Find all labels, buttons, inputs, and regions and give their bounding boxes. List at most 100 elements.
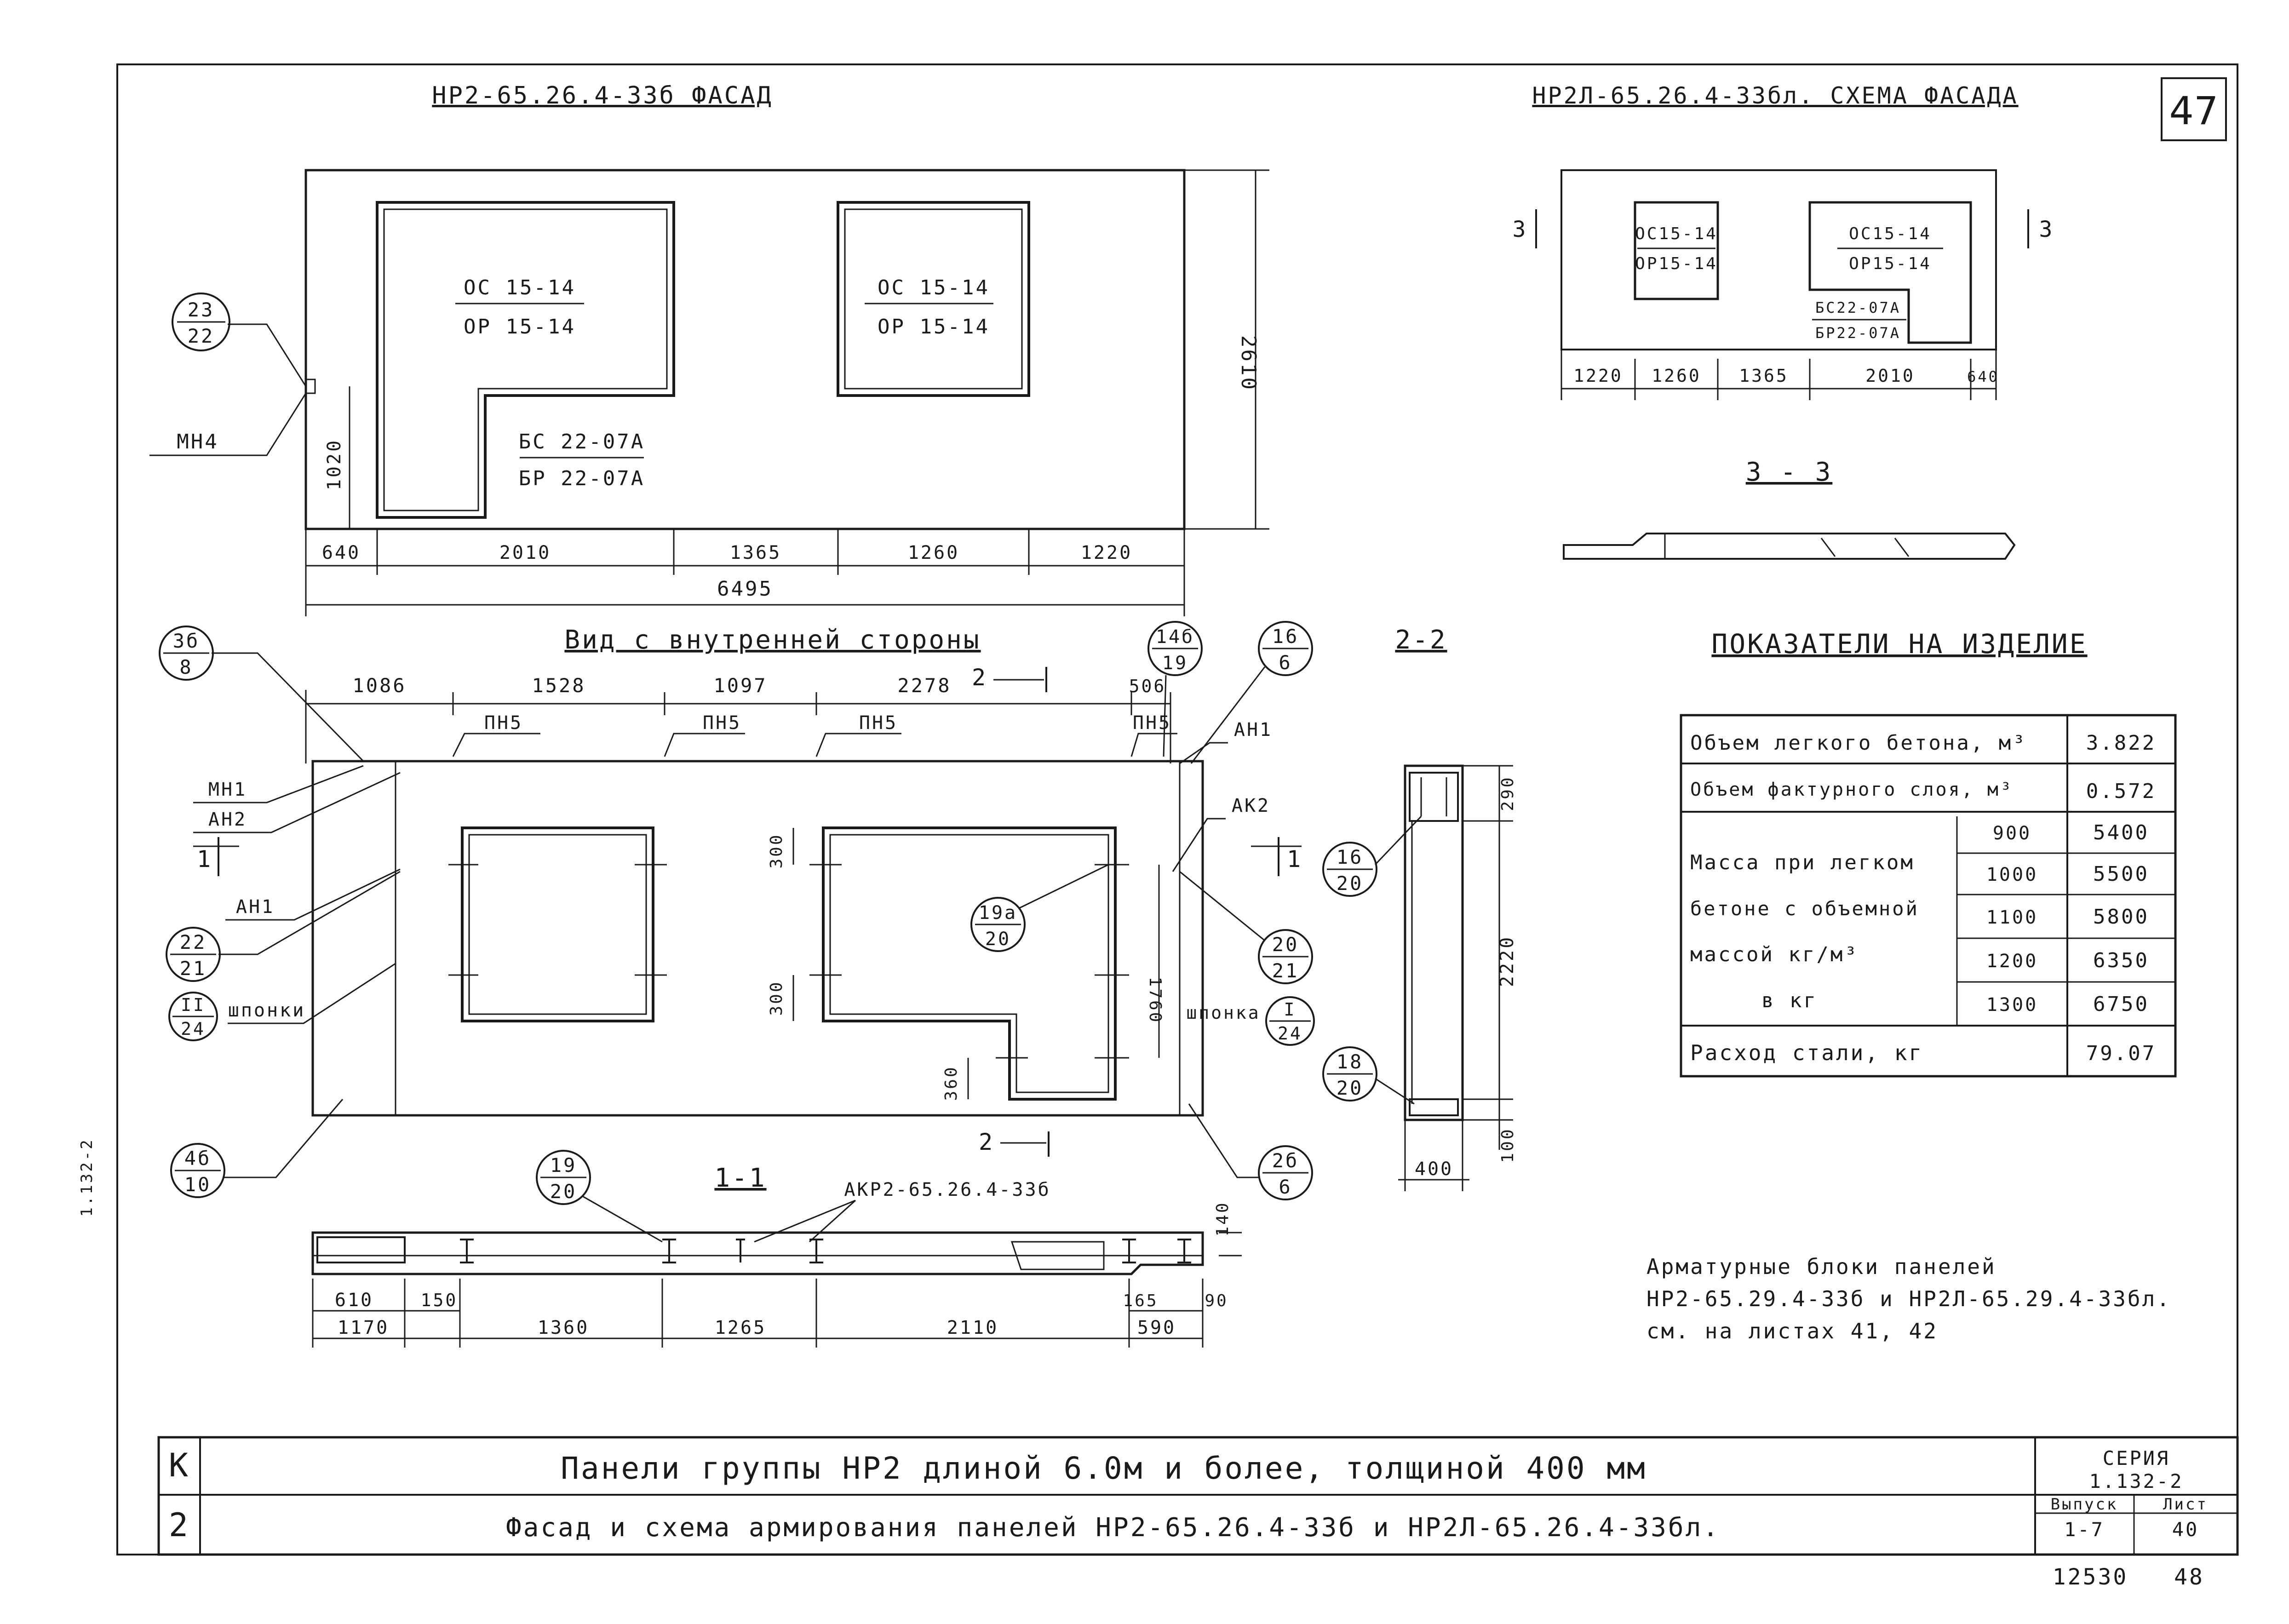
- svg-text:24: 24: [181, 1019, 206, 1039]
- facade-title: НР2-65.26.4-33б ФАСАД: [432, 82, 773, 109]
- scheme-dim-2010: 2010: [1865, 366, 1915, 386]
- inner-pn5-3: ПН5: [859, 712, 898, 734]
- facade-window-right: [837, 201, 1030, 397]
- svg-text:16: 16: [1272, 625, 1299, 648]
- section-11-dim-590: 590: [1137, 1317, 1176, 1338]
- inner-ak2: АК2: [1232, 795, 1270, 816]
- section-11: 1-1 АКР2-65.26.4-33б 19 20 140 610 150 1…: [311, 1150, 1242, 1348]
- facade-balcony-label-1: БС 22-07А: [519, 430, 645, 453]
- inner-dim-360: 360: [942, 1065, 961, 1101]
- inner-shponka-right: шпонка: [1186, 1003, 1260, 1023]
- issue-value: 1-7: [2064, 1518, 2105, 1541]
- section-22-callout-20b: 20: [1337, 1077, 1364, 1099]
- inner-callout-16-6: 16 6: [1190, 621, 1313, 764]
- section-22-dim-400: 400: [1415, 1159, 1453, 1180]
- mass-value-1300: 6750: [2093, 993, 2149, 1016]
- side-mark: 1.132-2: [78, 1138, 96, 1217]
- sheet-number-box: [2161, 77, 2227, 141]
- section-11-dim-1265: 1265: [715, 1317, 766, 1338]
- indicators-row2-label: Объем фактурного слоя, м³: [1690, 779, 2013, 800]
- inner-panel: [311, 760, 1204, 1117]
- section-11-dim-1360: 1360: [538, 1317, 589, 1338]
- section-22: 2-2 290 2220 100 400 16 20 18 20: [1322, 625, 1518, 1191]
- section-11-callout-20: 20: [550, 1180, 577, 1203]
- title-line-1: Панели группы НР2 длиной 6.0м и более, т…: [561, 1451, 1647, 1486]
- mass-label-3: массой кг/м³: [1690, 943, 1859, 966]
- note-line-3: см. на листах 41, 42: [1646, 1319, 1938, 1343]
- reinforcement-note: Арматурные блоки панелей НР2-65.29.4-33б…: [1646, 1254, 2171, 1343]
- mass-value-900: 5400: [2093, 821, 2149, 844]
- facade-dim-1020: 1020: [324, 439, 345, 490]
- mass-density-900: 900: [1993, 823, 2031, 844]
- svg-text:6: 6: [1279, 1176, 1292, 1198]
- section-11-profile: [311, 1231, 1204, 1275]
- inner-callout-14b-19: 14б 19: [1147, 621, 1203, 757]
- inner-title: Вид с внутренней стороны: [564, 625, 981, 655]
- facade-callout-23: 23: [188, 298, 215, 321]
- section-22-callout-20a: 20: [1337, 872, 1364, 895]
- indicators-row1-value: 3.822: [2086, 731, 2156, 755]
- archive-number: 12530: [2053, 1564, 2128, 1590]
- scheme-dim-640: 640: [1967, 368, 1999, 385]
- scheme-w2-1: ОС15-14: [1849, 224, 1932, 243]
- section-11-label: АКР2-65.26.4-33б: [844, 1179, 1050, 1200]
- facade-dim-640: 640: [322, 542, 361, 563]
- scheme-dim-1365: 1365: [1739, 366, 1789, 386]
- section-11-dim-610: 610: [335, 1290, 373, 1311]
- facade-window-right-label-2: ОР 15-14: [878, 315, 990, 339]
- scheme-w1-2: ОР15-14: [1635, 254, 1718, 273]
- mass-density-1200: 1200: [1986, 951, 2038, 972]
- inner-cut-11-left: 1: [197, 846, 212, 872]
- scheme-w2-2: ОР15-14: [1849, 254, 1932, 273]
- note-line-2: НР2-65.29.4-33б и НР2Л-65.29.4-33бл.: [1646, 1286, 2171, 1311]
- section-11-dim-150: 150: [421, 1290, 458, 1310]
- facade-dim-2010: 2010: [499, 542, 551, 563]
- svg-text:4б: 4б: [184, 1147, 212, 1170]
- scheme-cut-right: 3: [2039, 217, 2054, 242]
- facade-dim-1365: 1365: [730, 542, 781, 563]
- facade-window-left-label-2: ОР 15-14: [464, 315, 576, 339]
- svg-text:8: 8: [179, 656, 193, 678]
- series-label: СЕРИЯ: [2103, 1447, 2170, 1469]
- facade-panel: [304, 169, 1186, 530]
- inner-callout-19a-20: 19а 20: [970, 864, 1109, 952]
- mass-value-1100: 5800: [2093, 905, 2149, 929]
- svg-text:2б: 2б: [1272, 1149, 1299, 1172]
- scheme-title: НР2Л-65.26.4-33бл. СХЕМА ФАСАДА: [1532, 82, 2018, 109]
- scheme-b2: БР22-07А: [1815, 324, 1901, 342]
- scheme-b1: БС22-07А: [1815, 299, 1901, 316]
- svg-text:20: 20: [985, 929, 1011, 950]
- archive-page: 48: [2174, 1564, 2204, 1590]
- section-22-dim-290: 290: [1498, 775, 1517, 811]
- section-11-dim-1170: 1170: [338, 1317, 389, 1338]
- note-line-1: Арматурные блоки панелей: [1646, 1254, 1996, 1279]
- mass-label-1: Масса при легком: [1690, 851, 1915, 874]
- sheet-label: Лист: [2163, 1495, 2208, 1514]
- series-value: 1.132-2: [2089, 1470, 2183, 1492]
- scheme-dim-1220: 1220: [1573, 366, 1623, 386]
- inner-pn5-1: ПН5: [484, 712, 523, 734]
- section-11-dim-2110: 2110: [947, 1317, 998, 1338]
- svg-text:21: 21: [1272, 959, 1299, 982]
- inner-cut-11-right: 1: [1287, 846, 1302, 872]
- facade-total-dim: 6495: [717, 577, 773, 601]
- svg-text:20: 20: [1272, 933, 1299, 956]
- inner-dim-2278: 2278: [897, 674, 951, 697]
- mass-label-2: бетоне с объемной: [1690, 897, 1919, 920]
- inner-callout-II-24: II 24: [168, 992, 218, 1041]
- facade-dim-1260: 1260: [908, 542, 959, 563]
- inner-dim-1528: 1528: [532, 674, 585, 697]
- inner-callout-2b-6: 2б 6: [1188, 1103, 1313, 1200]
- inner-callout-20-21: 20 21: [1179, 871, 1313, 984]
- mass-density-1300: 1300: [1986, 994, 2038, 1016]
- inner-dim-300-mid: 300: [767, 980, 786, 1016]
- inner-cut-22-top: 2: [972, 664, 987, 691]
- svg-text:14б: 14б: [1156, 626, 1194, 648]
- section-33-profile: [1563, 533, 2016, 560]
- inner-pn5-4: ПН5: [1133, 712, 1171, 734]
- inner-dim-300-top: 300: [767, 833, 786, 868]
- section-11-callout-19: 19: [550, 1154, 577, 1176]
- title-row2-mark: 2: [169, 1506, 190, 1544]
- inner-shponki: шпонки: [228, 1000, 306, 1021]
